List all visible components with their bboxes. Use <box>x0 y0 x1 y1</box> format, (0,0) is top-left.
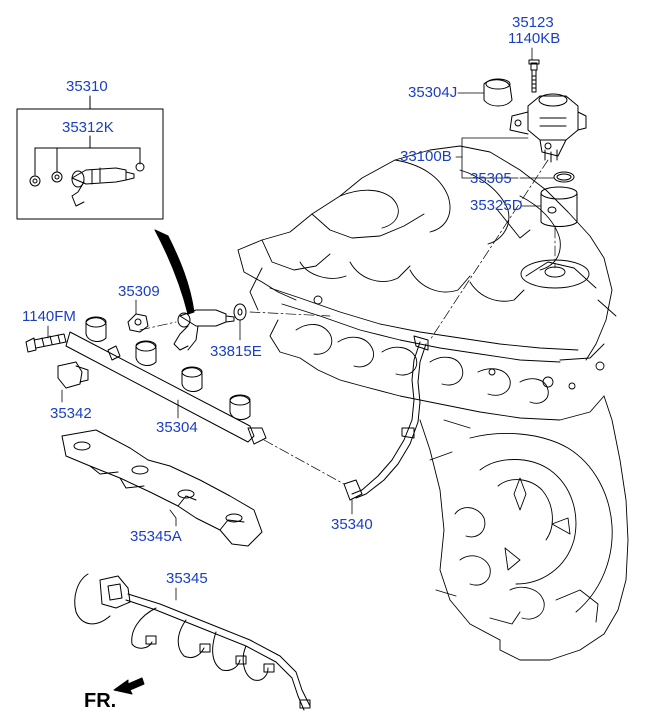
label-1140fm[interactable]: 1140FM <box>22 308 76 325</box>
front-direction-arrow <box>114 678 144 694</box>
label-35345[interactable]: 35345 <box>166 570 208 587</box>
label-33815e[interactable]: 33815E <box>210 343 262 360</box>
label-35312k[interactable]: 35312K <box>62 119 114 136</box>
injector-assembly <box>128 230 246 350</box>
label-33100b[interactable]: 33100B <box>400 148 452 165</box>
label-35325d[interactable]: 35325D <box>470 197 523 214</box>
high-pressure-pump <box>484 60 586 227</box>
label-35342[interactable]: 35342 <box>50 405 92 422</box>
fuel-pipe <box>344 336 428 500</box>
label-35345a[interactable]: 35345A <box>130 528 182 545</box>
wiring-harness <box>75 574 310 710</box>
fuel-rail <box>26 317 266 444</box>
label-35123[interactable]: 35123 <box>512 14 554 31</box>
label-1140kb[interactable]: 1140KB <box>508 30 561 47</box>
label-35305[interactable]: 35305 <box>470 170 512 187</box>
injector-kit-box <box>17 96 163 219</box>
label-35340[interactable]: 35340 <box>331 516 373 533</box>
label-35304[interactable]: 35304 <box>156 419 198 436</box>
engine-block <box>238 146 628 660</box>
heat-shield <box>62 430 262 546</box>
leader-lines <box>48 48 554 600</box>
label-35310[interactable]: 35310 <box>66 78 108 95</box>
label-35309[interactable]: 35309 <box>118 283 160 300</box>
center-lines <box>140 160 555 484</box>
front-direction-label: FR. <box>84 690 117 712</box>
label-35304j[interactable]: 35304J <box>408 84 458 101</box>
